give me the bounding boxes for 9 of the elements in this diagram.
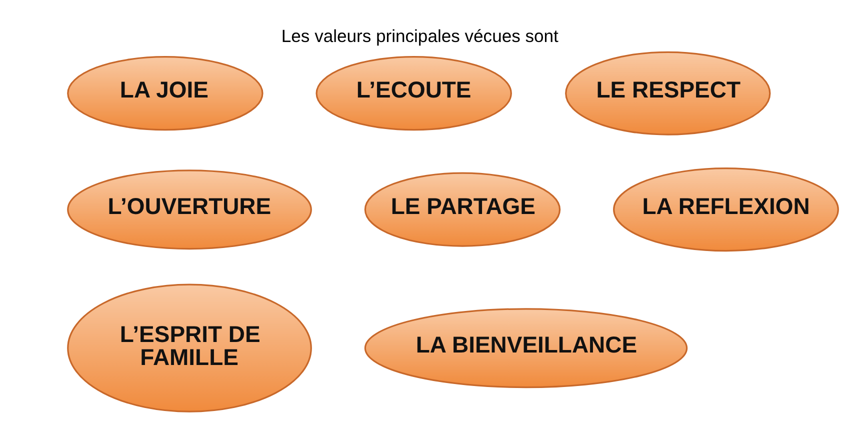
node-ellipse: L’OUVERTURE <box>67 169 312 250</box>
node-ellipse: LE PARTAGE <box>364 172 561 246</box>
diagram-title: Les valeurs principales vécues sont <box>281 25 558 46</box>
node-ellipse: LA BIENVEILLANCE <box>364 308 688 388</box>
node-ellipse: LE RESPECT <box>565 50 771 135</box>
node-ellipse: L’ECOUTE <box>316 56 512 130</box>
node-ellipse: L’ESPRIT DE FAMILLE <box>67 283 312 412</box>
node-ellipse: LA REFLEXION <box>613 167 839 252</box>
node-ellipse: LA JOIE <box>67 56 264 130</box>
